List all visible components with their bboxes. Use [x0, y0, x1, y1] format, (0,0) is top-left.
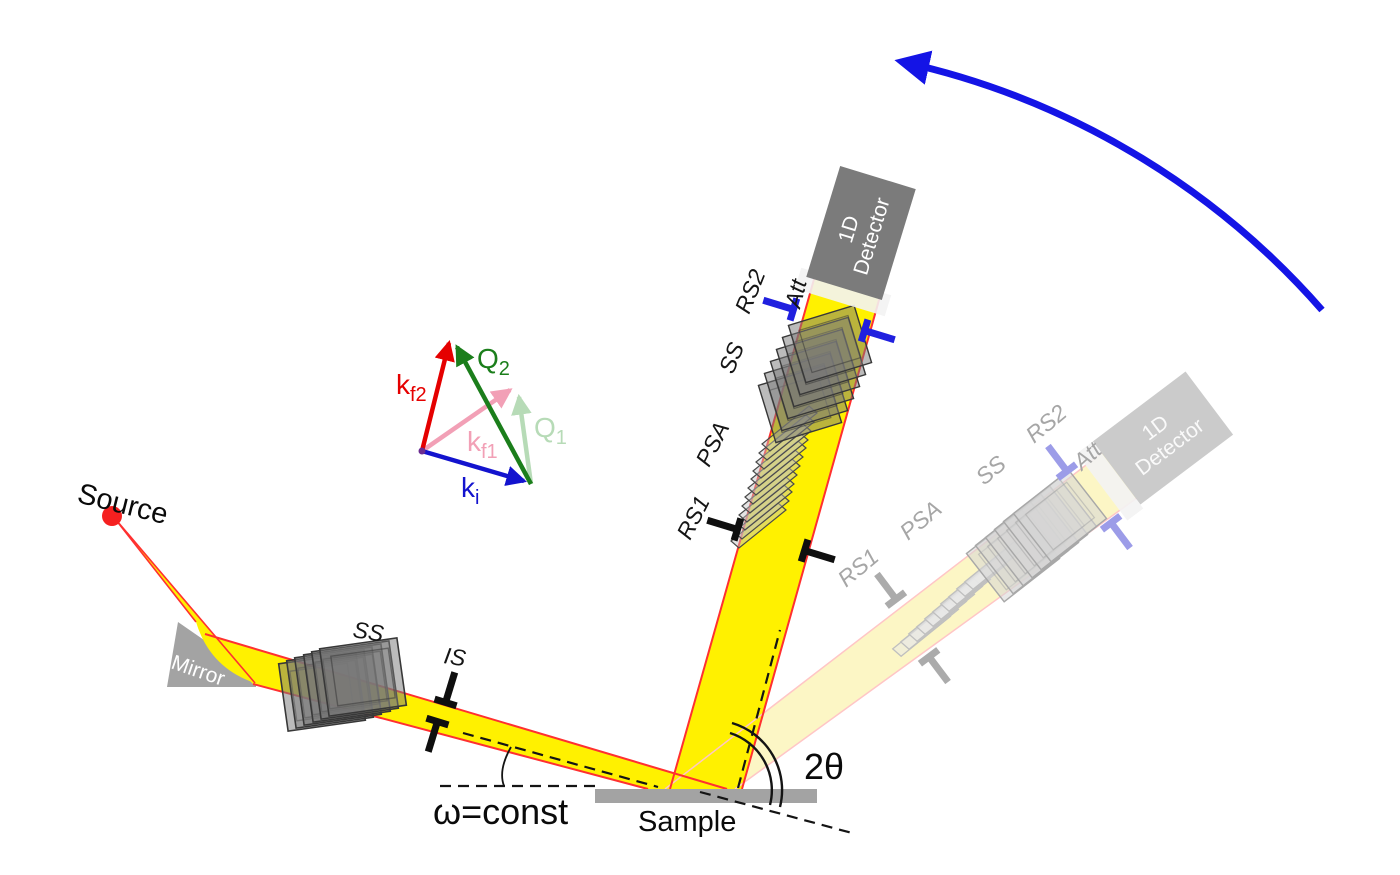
- arm-psa-label: PSA: [690, 417, 734, 470]
- arm-rs1-left-jaw: [703, 509, 745, 542]
- ghost-detector-body: [1092, 371, 1234, 505]
- incident-slit-label: IS: [442, 642, 468, 671]
- ghost-psa-label: PSA: [895, 495, 947, 545]
- incident-ss-label: SS: [351, 616, 386, 647]
- omega-label: ω=const: [433, 791, 568, 832]
- ghost-rs1-right-jaw: [917, 647, 958, 689]
- detector-body: [806, 165, 916, 301]
- vector-q1-arrow: [511, 393, 534, 485]
- ghost-rs1-label: RS1: [833, 543, 884, 592]
- arm-detector: 1D Detector: [806, 165, 916, 301]
- omega-arc: [501, 746, 512, 787]
- vector-kf2-arrow: [419, 339, 455, 452]
- scattering-vector-diagram: kf2 Q2 kf1 Q1 ki: [396, 339, 567, 509]
- vector-ki-arrow: [421, 448, 527, 486]
- vector-kf1-arrow: [420, 388, 513, 453]
- two-theta-label: 2θ: [804, 746, 844, 787]
- two-theta-arc-inner: [729, 731, 773, 806]
- two-theta-arc-outer: [731, 721, 784, 808]
- incident-slit-top-jaw: [433, 668, 466, 710]
- scattered-axis-dashed: [736, 629, 782, 789]
- ghost-rs2-label: RS2: [1021, 399, 1072, 448]
- ghost-beam-edges: [664, 411, 1193, 790]
- ghost-attenuator: [1076, 441, 1144, 521]
- vector-kf2-label: kf2: [396, 369, 427, 406]
- vector-ki-label: ki: [461, 472, 479, 509]
- arm-slit-system: [757, 304, 873, 444]
- ghost-ss-label: SS: [971, 450, 1012, 490]
- source-label: Source: [74, 478, 171, 531]
- vector-q2-label: Q2: [477, 343, 510, 380]
- ghost-detector: 1D Detector: [1092, 371, 1234, 505]
- source-dot: [102, 506, 122, 526]
- angle-construction: [440, 629, 853, 835]
- vector-q1-label: Q1: [534, 412, 567, 449]
- vector-origin-dot: [418, 447, 426, 455]
- vector-q2-arrow: [455, 344, 533, 486]
- rotation-arrow: [894, 50, 1325, 313]
- transmitted-axis-dashed: [699, 790, 853, 835]
- ss-plate: [318, 637, 408, 717]
- vector-kf1-label: kf1: [467, 426, 498, 463]
- arm-rs2-label: RS2: [730, 265, 771, 316]
- sample-label: Sample: [638, 806, 736, 838]
- ghost-rs1-left-jaw: [867, 567, 908, 609]
- sample: [595, 789, 817, 803]
- incident-axis-dashed: [462, 731, 659, 789]
- arm-ss-label: SS: [714, 338, 750, 377]
